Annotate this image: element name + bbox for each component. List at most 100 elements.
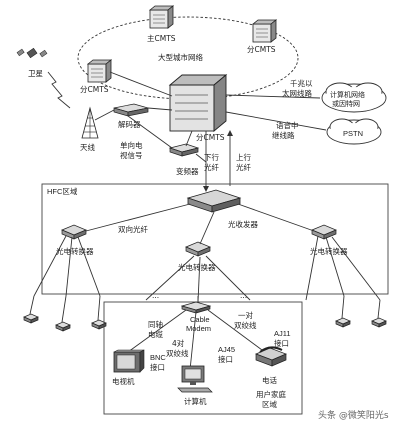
coax-cable-label: 同轴 电缆 (148, 319, 165, 339)
twisted-pair-one-line2: 双绞线 (234, 320, 257, 330)
computer-network-label: 计算机网络 或因特网 (330, 90, 367, 108)
rj45-port-label: AJ45 接口 (218, 345, 237, 364)
ellipsis-left: ... (152, 291, 159, 300)
home-area-box (103, 301, 303, 415)
satellite-icon (16, 47, 48, 59)
link-modem-pc (189, 311, 197, 371)
link-right-out-1 (305, 235, 319, 301)
voice-trunk-line1: 语音中 (276, 120, 299, 130)
antenna-icon (81, 106, 99, 139)
uplink-fiber-line2: 光纤 (236, 162, 251, 172)
optical-transceiver-icon (186, 189, 242, 213)
phone-label: 电话 (262, 375, 277, 385)
link-end-left-1 (29, 295, 35, 315)
unidirectional-tv-label: 单向电 视信号 (120, 140, 145, 160)
rj11-port-line1: AJ11 (274, 329, 291, 338)
oe-converter-center-icon (185, 241, 211, 257)
link-modem-phone (207, 309, 263, 351)
coax-cable-line1: 同轴 (148, 319, 163, 329)
end-node-left-1 (23, 313, 39, 324)
link-transceiver-right (237, 203, 315, 232)
rj45-port-line2: 接口 (218, 354, 233, 364)
unidirectional-tv-line1: 单向电 (120, 140, 143, 150)
phone-icon (255, 346, 287, 367)
link-satellite-cmts (109, 71, 173, 97)
bidirectional-fiber-label: 双向光纤 (118, 224, 148, 234)
branch-cmts-label-top-right: 分CMTS (247, 45, 276, 54)
link-gigabit (225, 94, 321, 99)
central-cmts-label: 分CMTS (196, 133, 225, 142)
satellite-signal (47, 71, 71, 109)
downlink-fiber-line2: 光纤 (204, 162, 219, 172)
twisted-pair-four-label: 4对 双绞线 (166, 338, 189, 358)
link-center-out-3 (205, 255, 251, 301)
home-area-label: 用户家庭 区域 (256, 389, 288, 409)
twisted-pair-four-line1: 4对 (172, 338, 185, 348)
home-area-line1: 用户家庭 (256, 389, 286, 399)
metro-ring (77, 16, 299, 100)
end-node-right-2 (371, 317, 387, 328)
coax-cable-line2: 电缆 (148, 329, 163, 339)
oe-converter-center-label: 光电转换器 (178, 262, 216, 272)
branch-cmts-label-left: 分CMTS (80, 85, 109, 94)
home-area-line2: 区域 (262, 399, 277, 409)
link-end-right-2 (377, 299, 381, 319)
satellite-label: 卫星 (28, 69, 43, 78)
twisted-pair-one-label: 一对 双绞线 (234, 310, 257, 330)
link-end-left-2 (61, 295, 67, 323)
computer-icon (177, 365, 213, 393)
tv-label: 电视机 (112, 376, 135, 386)
uplink-arrow (227, 130, 233, 136)
cable-modem-icon (180, 301, 212, 314)
tv-icon (113, 349, 145, 373)
cable-modem-line2: Modem (186, 324, 211, 333)
link-left-out-1 (33, 235, 67, 297)
link-antenna-decoder (94, 109, 115, 121)
link-decoder-modulator (127, 115, 173, 149)
modulator-icon (168, 143, 200, 157)
oe-converter-left-label: 光电转换器 (56, 246, 94, 256)
link-transceiver-left (85, 203, 191, 232)
link-modem-tv (127, 309, 187, 353)
computer-network-line2: 或因特网 (332, 99, 360, 108)
pstn-cloud (326, 118, 382, 145)
rj11-port-label: AJ11 接口 (274, 329, 293, 348)
modulator-label: 变频器 (176, 166, 199, 176)
link-right-out-2 (325, 236, 345, 297)
ellipsis-right: ... (240, 291, 247, 300)
cable-modem-label: Cable Modem (186, 315, 212, 333)
computer-label: 计算机 (184, 396, 207, 406)
central-cmts-icon (168, 74, 228, 132)
main-cmts-icon (149, 5, 174, 29)
end-node-left-2 (55, 321, 71, 332)
voice-trunk-line2: 继线路 (272, 130, 295, 140)
pstn-label: PSTN (343, 129, 363, 138)
bnc-port-line1: BNC (150, 353, 166, 362)
optical-transceiver-label: 光收发器 (228, 219, 258, 229)
downlink-fiber-line1: 下行 (204, 152, 219, 162)
computer-network-line1: 计算机网络 (330, 90, 365, 99)
link-center-out-1 (145, 255, 195, 301)
decoder-icon (113, 103, 149, 117)
rj11-port-line2: 接口 (274, 338, 289, 348)
link-right-out-3 (331, 236, 381, 301)
link-transceiver-center (199, 211, 215, 245)
downlink-fiber-label: 下行 光纤 (204, 152, 221, 172)
branch-cmts-icon-top-right (252, 19, 277, 43)
twisted-pair-one-line1: 一对 (238, 310, 253, 320)
decoder-label: 解码器 (118, 119, 141, 129)
watermark: 头条 @微笑阳光s (318, 409, 389, 421)
oe-converter-right-label: 光电转换器 (310, 246, 348, 256)
voice-trunk-label: 语音中 继线路 (272, 120, 301, 140)
rj45-port-line1: AJ45 (218, 345, 235, 354)
link-left-out-2 (65, 236, 73, 297)
twisted-pair-four-line2: 双绞线 (166, 348, 189, 358)
gigabit-ethernet-label: 千兆以 太网线路 (282, 78, 315, 98)
link-center-out-2 (197, 256, 201, 303)
main-cmts-label: 主CMTS (147, 33, 176, 43)
link-left-out-3 (77, 236, 101, 297)
metro-network-label: 大型城市网络 (158, 52, 203, 62)
gigabit-ethernet-line1: 千兆以 (290, 78, 313, 88)
cable-modem-line1: Cable (190, 315, 210, 324)
